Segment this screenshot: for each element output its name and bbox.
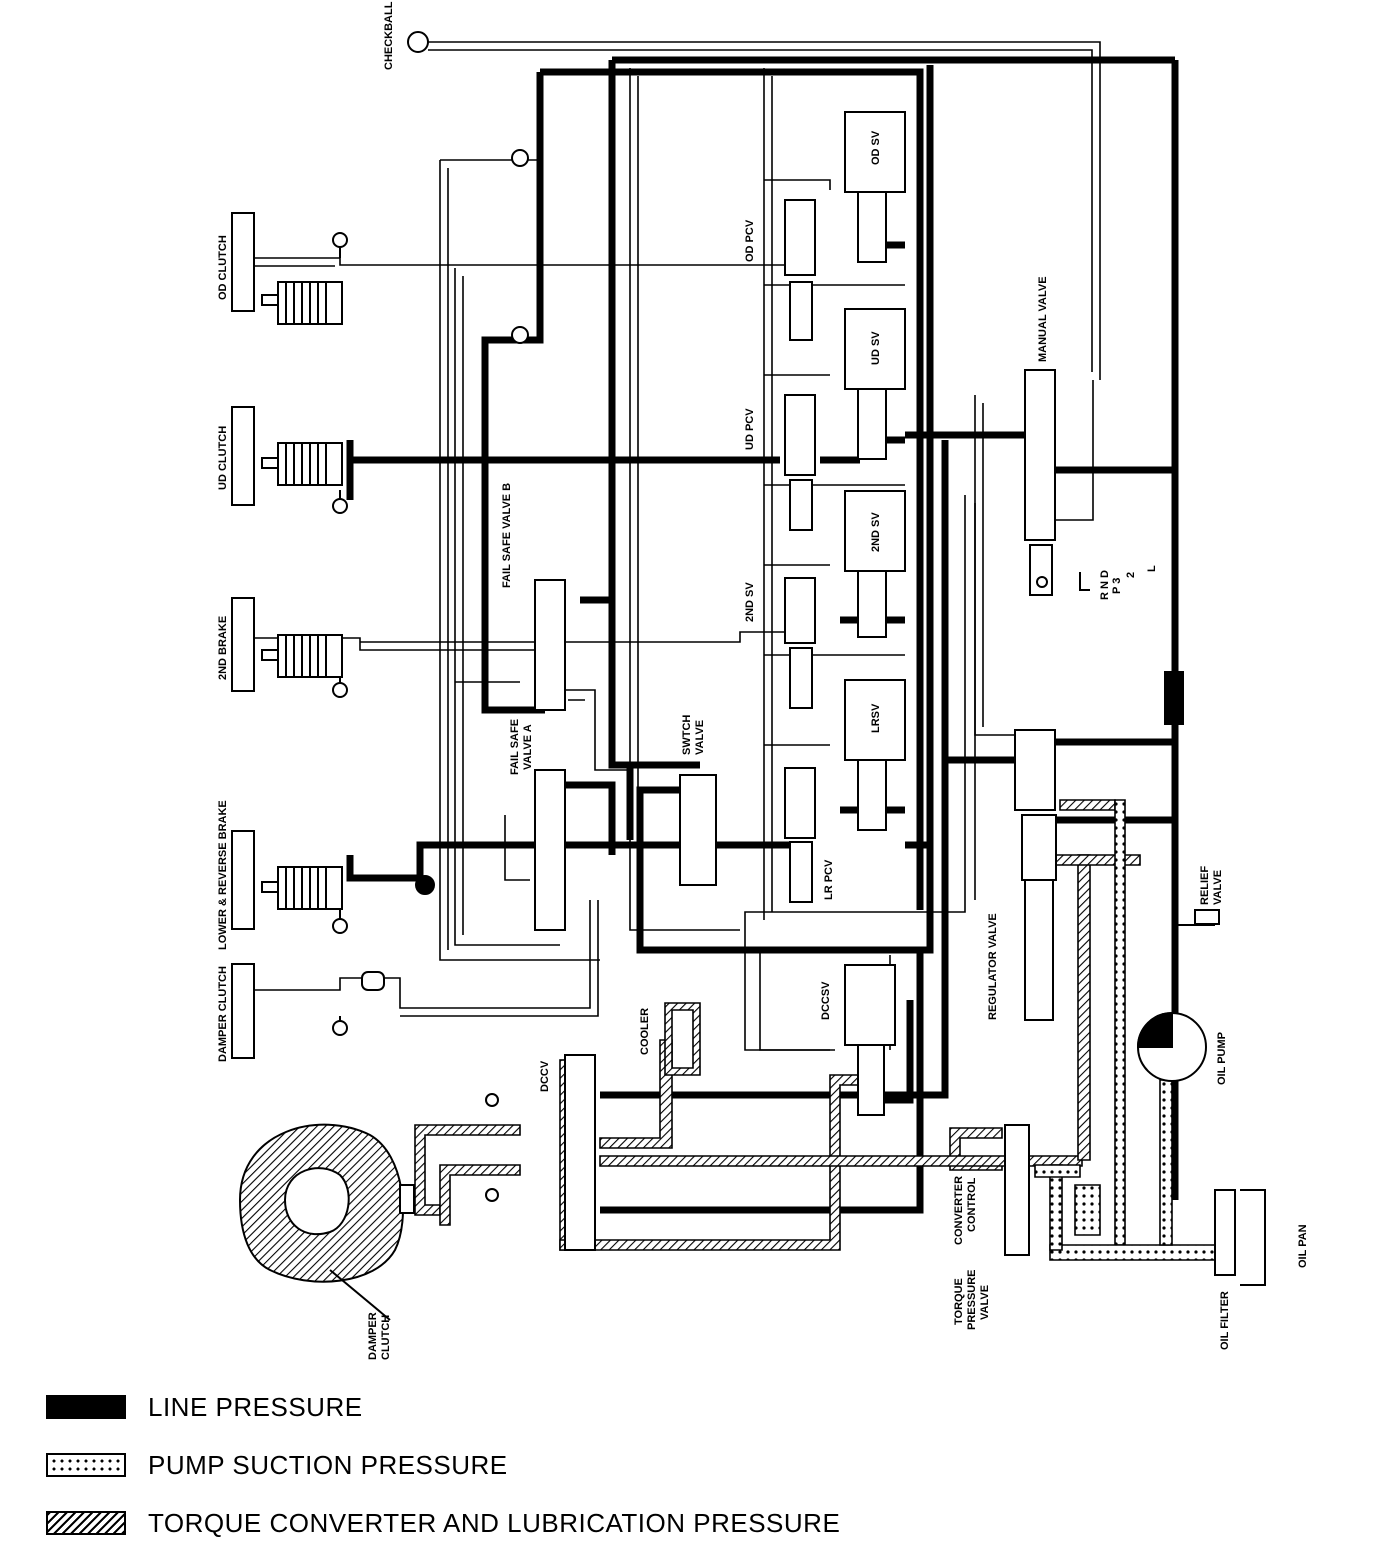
2nd-brake-actuator (231, 597, 348, 698)
label-gear-4: L (1146, 565, 1158, 572)
legend-item-converter-lube: TORQUE CONVERTER AND LUBRICATION PRESSUR… (46, 1494, 946, 1552)
oil-supply (1136, 671, 1266, 1286)
label-ud-sv: UD SV (870, 331, 882, 365)
damper-clutch-actuator (231, 963, 385, 1059)
label-2nd-sv-box: 2ND SV (870, 512, 882, 552)
label-2nd-brake: 2ND BRAKE (217, 616, 229, 680)
oil-pump (1136, 1011, 1207, 1082)
manual-valve-detent (1036, 572, 1090, 591)
label-checkball: CHECKBALL (383, 1, 395, 70)
label-damper-clutch-left: DAMPER CLUTCH (217, 966, 229, 1062)
label-gear-2: P 3 (1111, 578, 1123, 594)
label-fail-safe-a-2: VALVE A (522, 724, 534, 770)
label-2nd-sv: 2ND SV (744, 582, 756, 622)
od-clutch-actuator (231, 212, 348, 325)
label-switch-valve-1: SWTCH (681, 715, 693, 755)
label-relief-valve-2: VALVE (1212, 870, 1224, 905)
label-converter-control-2: CONTROL (966, 1177, 978, 1232)
relief-valve (1194, 909, 1220, 925)
pump-suction-swatch (46, 1453, 126, 1477)
label-fail-safe-b: FAIL SAFE VALVE B (501, 483, 513, 588)
label-damper-clutch-2: CLUTCH (380, 1315, 392, 1360)
check-balls (407, 31, 529, 1202)
ud-clutch-actuator (231, 406, 348, 514)
legend-label: TORQUE CONVERTER AND LUBRICATION PRESSUR… (148, 1507, 841, 1538)
label-lrsv: LRSV (870, 703, 882, 733)
label-manual-valve: MANUAL VALVE (1037, 276, 1049, 362)
lower-reverse-brake-actuator (231, 830, 348, 934)
label-oil-pump: OIL PUMP (1216, 1032, 1228, 1085)
hydraulic-circuit-diagram: CHECKBALL OD CLUTCH UD CLUTCH 2ND BRAKE … (217, 1, 1309, 1360)
label-cooler: COOLER (639, 1008, 651, 1055)
label-regulator-valve: REGULATOR VALVE (987, 913, 999, 1020)
spool-valves (534, 199, 1057, 1256)
oil-pan (1240, 1189, 1266, 1286)
label-torque-pressure-2: PRESSURE (966, 1269, 978, 1330)
label-fail-safe-a-1: FAIL SAFE (509, 719, 521, 775)
label-oil-filter: OIL FILTER (1219, 1291, 1231, 1350)
label-od-clutch: OD CLUTCH (217, 235, 229, 300)
label-torque-pressure-1: TORQUE (953, 1278, 965, 1325)
label-switch-valve-2: VALVE (694, 720, 706, 755)
label-dccv: DCCV (539, 1060, 551, 1092)
legend-label: PUMP SUCTION PRESSURE (148, 1449, 508, 1480)
label-od-pcv: OD PCV (744, 219, 756, 262)
legend: LINE PRESSURE PUMP SUCTION PRESSURE TORQ… (46, 1378, 946, 1552)
label-torque-pressure-3: VALVE (979, 1285, 991, 1320)
label-dccsv: DCCSV (820, 981, 832, 1020)
label-lower-reverse-brake: LOWER & REVERSE BRAKE (217, 800, 229, 950)
label-gear-1: R N D (1099, 570, 1111, 600)
oil-filter (1214, 1189, 1236, 1276)
thin-passages (255, 41, 1101, 1051)
label-damper-clutch-1: DAMPER (367, 1312, 379, 1360)
label-gear-3: 2 (1125, 572, 1137, 578)
legend-item-line-pressure: LINE PRESSURE (46, 1378, 946, 1436)
label-od-sv: OD SV (870, 130, 882, 165)
line-pressure-swatch (46, 1395, 126, 1419)
label-oil-pan: OIL PAN (1297, 1224, 1309, 1268)
diagram-labels: CHECKBALL OD CLUTCH UD CLUTCH 2ND BRAKE … (217, 1, 1309, 1360)
label-converter-control-1: CONVERTER (953, 1176, 965, 1245)
label-ud-pcv: UD PCV (744, 408, 756, 450)
solenoid-valves (844, 111, 906, 1116)
torque-converter (238, 1123, 415, 1321)
label-lr-pcv: LR PCV (823, 859, 835, 900)
legend-label: LINE PRESSURE (148, 1391, 363, 1422)
label-ud-clutch: UD CLUTCH (217, 426, 229, 490)
legend-item-pump-suction: PUMP SUCTION PRESSURE (46, 1436, 946, 1494)
converter-lube-swatch (46, 1511, 126, 1535)
line-pressure-passages (346, 56, 1179, 1214)
clutch-actuators (231, 212, 385, 1059)
label-relief-valve-1: RELIEF (1199, 866, 1211, 905)
